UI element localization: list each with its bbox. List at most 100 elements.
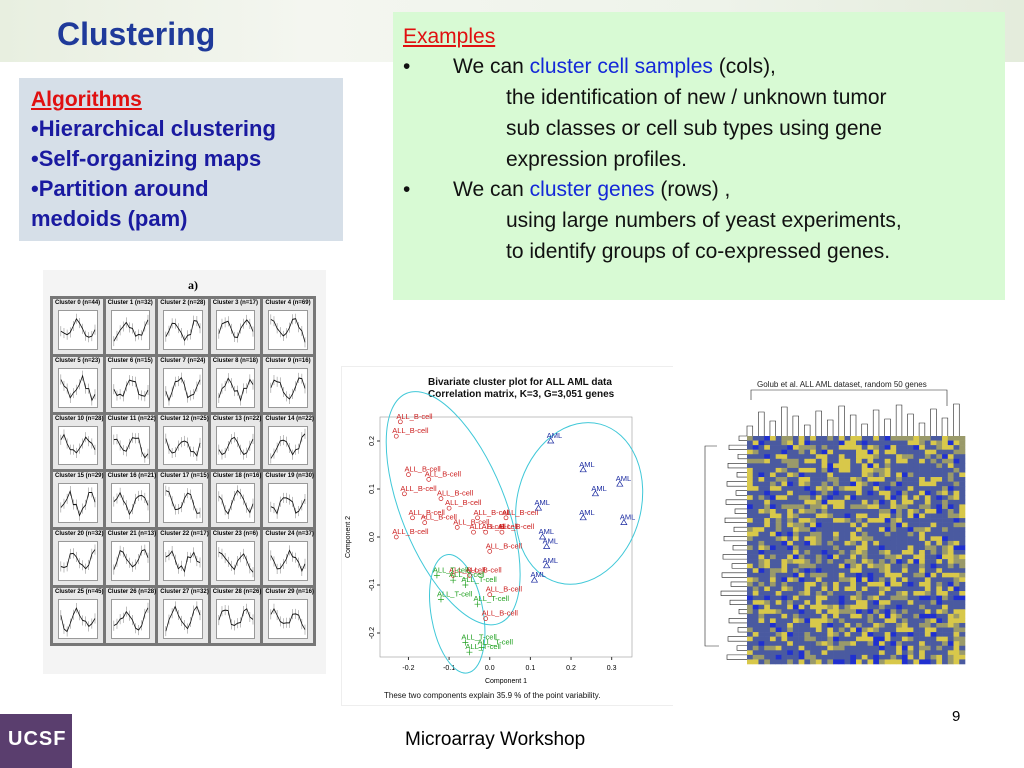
heatmap-cell: [769, 586, 776, 592]
heatmap-cell: [856, 490, 863, 496]
heatmap-cell: [873, 463, 880, 469]
heatmap-cell: [798, 499, 805, 505]
heatmap-cell: [901, 636, 908, 642]
heatmap-cell: [764, 650, 771, 656]
heatmap-cell: [792, 463, 799, 469]
heatmap-cell: [844, 495, 851, 501]
heatmap-cell: [878, 550, 885, 555]
heatmap-cell: [867, 650, 874, 656]
heatmap-cell: [959, 481, 966, 487]
heatmap-cell: [821, 463, 828, 469]
heatmap-cell: [901, 572, 908, 578]
heatmap-cell: [804, 531, 811, 537]
heatmap-cell: [821, 495, 828, 501]
heatmap-cell: [758, 609, 765, 615]
heatmap-cell: [844, 568, 851, 574]
heatmap-cell: [942, 490, 949, 496]
heatmap-cell: [833, 627, 840, 633]
heatmap-cell: [775, 449, 782, 455]
heatmap-cell: [810, 495, 817, 501]
heatmap-cell: [907, 641, 914, 647]
cluster-profile: [215, 483, 256, 524]
heatmap-cell: [919, 531, 926, 537]
heatmap-cell: [758, 636, 765, 642]
heatmap-cell: [758, 463, 765, 469]
heatmap-cell: [833, 618, 840, 624]
heatmap-cell: [827, 654, 834, 660]
heatmap-cell: [896, 536, 903, 542]
heatmap-cell: [878, 636, 885, 642]
heatmap-cell: [873, 632, 880, 637]
heatmap-cell: [867, 618, 874, 624]
heatmap-cell: [787, 477, 794, 482]
point-label: ALL_T-cell: [474, 594, 510, 603]
heatmap-cell: [838, 645, 845, 651]
heatmap-cell: [919, 641, 926, 647]
heatmap-cell: [787, 545, 794, 551]
heatmap-cell: [896, 481, 903, 487]
heatmap-cell: [953, 477, 960, 482]
heatmap-cell: [838, 591, 845, 596]
heatmap-cell: [775, 490, 782, 496]
heatmap-cell: [752, 477, 759, 482]
heatmap-cell: [953, 563, 960, 569]
all-b-cell-point: [471, 529, 476, 535]
cluster-panel: Cluster 26 (n=28): [105, 588, 156, 643]
all-b-cell-point: [454, 525, 460, 530]
heatmap-cell: [781, 508, 788, 514]
heatmap-cell: [901, 645, 908, 651]
heatmap-cell: [936, 436, 943, 441]
cluster-title: Cluster 15 (n=29): [55, 473, 104, 480]
heatmap-cell: [821, 581, 828, 587]
heatmap-cell: [821, 458, 828, 464]
heatmap-cell: [919, 581, 926, 587]
cluster-title: Cluster 21 (n=13): [107, 531, 157, 538]
heatmap-cell: [873, 504, 880, 510]
heatmap-cell: [758, 595, 765, 601]
heatmap-cell: [867, 504, 874, 510]
heatmap-cell: [867, 622, 874, 628]
heatmap-cell: [884, 513, 891, 519]
heatmap-cell: [775, 481, 782, 487]
heatmap-cell: [861, 527, 868, 533]
heatmap-cell: [775, 604, 782, 610]
heatmap-cell: [913, 454, 920, 460]
heatmap-cell: [827, 449, 834, 455]
heatmap-cell: [792, 540, 799, 546]
heatmap-cell: [850, 540, 857, 546]
heatmap-cell: [861, 508, 868, 514]
heatmap-cell: [833, 622, 840, 628]
heatmap-cell: [878, 531, 885, 537]
heatmap-cell: [856, 467, 863, 473]
heatmap-cell: [896, 550, 903, 555]
heatmap-cell: [775, 540, 782, 546]
heatmap-cell: [747, 472, 754, 478]
heatmap-cell: [787, 463, 794, 469]
cluster-panel: Cluster 8 (n=18): [210, 356, 261, 412]
heatmap-cell: [833, 467, 840, 473]
heatmap-cell: [747, 440, 754, 446]
heatmap-cell: [764, 454, 771, 460]
heatmap-cell: [758, 591, 765, 596]
heatmap-cell: [896, 572, 903, 578]
heatmap-cell: [890, 445, 897, 450]
cluster-panel: Cluster 2 (n=28): [158, 299, 208, 354]
heatmap-cell: [901, 609, 908, 615]
heatmap-cell: [901, 568, 908, 574]
heatmap-cell: [850, 458, 857, 464]
heatmap-cell: [798, 508, 805, 514]
heatmap-cell: [936, 531, 943, 537]
heatmap-cell: [833, 554, 840, 560]
heatmap-cell: [821, 627, 828, 633]
heatmap-cell: [792, 609, 799, 615]
heatmap-cell: [775, 495, 782, 501]
heatmap-cell: [884, 613, 891, 619]
heatmap-cell: [856, 595, 863, 601]
heatmap-cell: [907, 609, 914, 615]
heatmap-cell: [798, 572, 805, 578]
heatmap-cell: [947, 659, 954, 665]
heatmap-cell: [850, 641, 857, 647]
heatmap-cell: [804, 472, 811, 478]
heatmap-cell: [752, 540, 759, 546]
heatmap-cell: [810, 554, 817, 560]
